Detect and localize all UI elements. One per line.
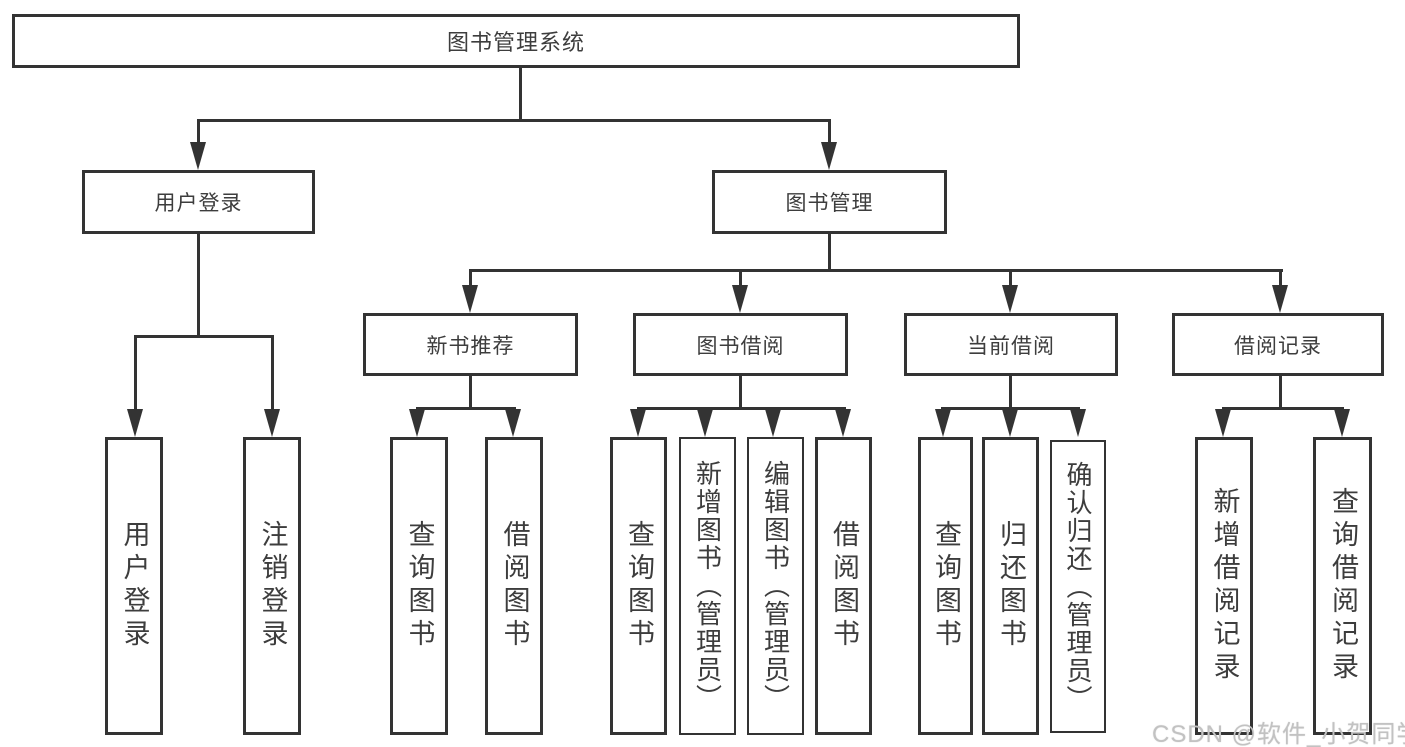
arrowhead-leaf [409,409,425,437]
connector-root-stem [519,66,522,122]
connector-leaf-rail [941,407,1080,410]
connector-module-stem [1009,269,1012,287]
connector-user-login-stem [197,119,200,145]
connector-module-down [469,376,472,410]
leaf-borrow-books-2: 借阅图书 [815,437,872,735]
node-root: 图书管理系统 [12,14,1020,68]
leaf-user-login: 用户登录 [105,437,163,735]
connector-leaf-rail [416,407,516,410]
connector-leaf-stem [271,335,274,411]
leaf-borrow-books-1: 借阅图书 [485,437,543,735]
leaf-query-borrow-record: 查询借阅记录 [1313,437,1372,735]
arrowhead-leaf [630,409,646,437]
arrowhead-leaf [835,409,851,437]
arrowhead-leaf [765,409,781,437]
leaf-confirm-return-admin: 确认归还（管理员） [1050,440,1106,733]
leaf-logout: 注销登录 [243,437,301,735]
arrowhead-user-login [190,142,206,170]
node-root-label: 图书管理系统 [446,30,585,55]
connector-module-stem [1279,269,1282,287]
connector-user-login-rail [134,335,274,338]
arrowhead-book-mgmt [821,142,837,170]
arrowhead-leaf [1070,409,1086,437]
connector-module-down [1009,376,1012,410]
arrowhead-leaf [505,409,521,437]
leaf-query-books-2: 查询图书 [610,437,667,735]
node-user-login-branch: 用户登录 [82,170,315,234]
arrowhead-leaf [697,409,713,437]
arrowhead-module [462,285,478,313]
node-current-borrow-label: 当前借阅 [967,334,1055,358]
arrowhead-module [1002,285,1018,313]
arrowhead-module [1272,285,1288,313]
node-new-book-rec: 新书推荐 [363,313,578,376]
connector-module-stem [469,269,472,287]
leaf-edit-books-admin: 编辑图书（管理员） [747,437,804,735]
node-current-borrow: 当前借阅 [904,313,1118,376]
node-user-login-branch-label: 用户登录 [154,192,243,215]
connector-module-down [739,376,742,410]
connector-user-login-down [197,234,200,338]
leaf-return-books: 归还图书 [982,437,1039,735]
connector-module-stem [739,269,742,287]
leaf-add-books-admin: 新增图书（管理员） [679,437,736,735]
node-book-borrow: 图书借阅 [633,313,848,376]
leaf-query-books-1: 查询图书 [390,437,448,735]
arrowhead-leaf [1334,409,1350,437]
node-new-book-rec-label: 新书推荐 [426,334,515,358]
arrowhead-leaf [127,409,143,437]
connector-level3-rail [469,269,1283,272]
connector-book-mgmt-down [828,234,831,272]
node-book-mgmt-branch-label: 图书管理 [785,192,874,215]
node-book-borrow-label: 图书借阅 [696,334,785,358]
arrowhead-leaf [1002,409,1018,437]
arrowhead-leaf [1215,409,1231,437]
arrowhead-leaf [935,409,951,437]
arrowhead-leaf [264,409,280,437]
arrowhead-module [732,285,748,313]
connector-level2-rail [197,119,831,122]
node-book-mgmt-branch: 图书管理 [712,170,947,234]
connector-leaf-rail [637,407,846,410]
leaf-add-borrow-record: 新增借阅记录 [1195,437,1253,735]
connector-book-mgmt-stem [828,119,831,145]
leaf-query-books-3: 查询图书 [918,437,973,735]
connector-module-down [1279,376,1282,410]
connector-leaf-rail [1222,407,1344,410]
node-borrow-records: 借阅记录 [1172,313,1384,376]
node-borrow-records-label: 借阅记录 [1234,334,1322,358]
watermark-text: CSDN @软件_小贺同学 [1152,721,1405,747]
connector-leaf-stem [134,335,137,411]
